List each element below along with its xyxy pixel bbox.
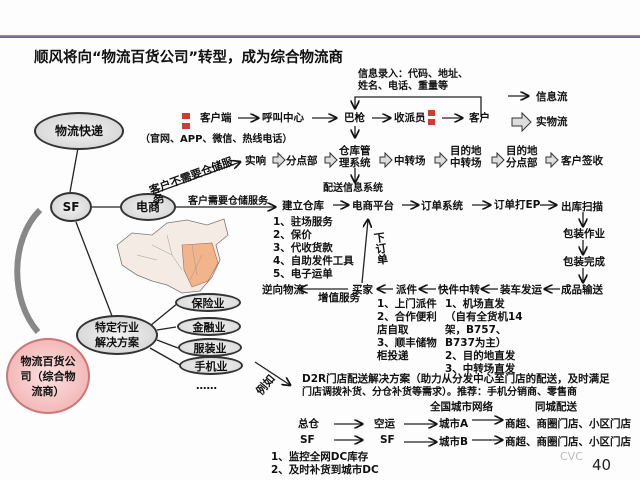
info-entry-label: 信息录入：代码、地址、 [358,69,468,80]
legend-info-flow: 信息流 [536,91,568,103]
city-b-label: 城市B [439,436,469,448]
courier-icon [428,110,435,116]
legend-physical-flow: 实物流 [536,116,568,128]
national-network-label: 全国城市网络 [430,401,493,413]
d2r-description-2: 门店调拨补货、分仓补货等需求）。推荐：手机分销商、零售商 [302,387,577,398]
node-industry-solutions: 特定行业解决方案 [76,315,158,355]
node-department-store: 物流百货公司（综合物流商） [6,338,90,414]
industry-apparel: 服装业 [178,338,242,357]
value-added-label: 增值服务 [318,292,360,304]
list-item: 柜投递 [377,350,409,362]
header-rule [0,35,640,38]
express-transfer-label: 快件中转 [438,284,480,296]
list-item: 架，B757、 [445,324,507,336]
node-ecommerce: 电商 [120,193,176,221]
list-item: 3、中转场直发 [445,363,516,375]
same-city-label: 同城配送 [535,401,577,413]
city-a-label: 城市A [439,418,469,430]
list-item: B737为主） [445,337,507,349]
buyer-label: 买家 [352,284,373,296]
dest-transfer-label: 目的地中转场 [450,145,482,169]
transfer-methods-list: 1、机场直发 （自有全货机14 架，B757、 B737为主） 2、目的地直发 … [445,298,523,376]
client-label: 客户端 [200,112,232,124]
air-freight-label: 空运 [374,418,395,430]
need-storage-label: 客户需要仓储服务 [188,196,268,207]
packed-label: 包装完成 [563,256,605,268]
list-item: 2、保价 [273,229,312,241]
wms-label: 仓库管理系统 [339,145,371,169]
dest-branch-label: 目的地分点部 [506,145,538,169]
industry-finance: 金融业 [177,317,241,336]
list-item: 4、自助发件工具 [273,255,354,267]
sign-label: 客户签收 [561,155,603,167]
list-item: 店自取 [377,324,409,336]
node-sf: SF [50,192,92,222]
client-icon [182,123,190,129]
build-warehouse-label: 建立仓库 [282,200,324,212]
delivery-system-label: 配送信息系统 [323,183,383,194]
courier-label: 收派员 [394,112,426,124]
list-item: 1、驻场服务 [273,216,333,228]
list-item: 2、合作便利 [377,311,437,323]
warehouse-services-list: 1、驻场服务 2、保价 3、代收货款 4、自助发件工具 5、电子运单 [273,216,354,281]
loading-label: 装车发运 [500,284,542,296]
list-item: 1、上门派件 [377,298,437,310]
list-item: 5、电子运单 [273,268,333,280]
watermark: CVC [560,450,583,463]
scanner-label: 巴枪 [344,112,365,124]
order-system-label: 订单系统 [421,200,463,212]
page-number: 40 [592,456,612,474]
branch-label: 分点部 [286,155,318,167]
print-ep-label: 订单打EP [494,199,541,211]
call-center-label: 呼叫中心 [262,112,304,124]
client-icon [182,113,190,119]
industry-insurance: 保险业 [175,293,241,312]
channels-label: （官网、APP、微信、热线电话） [140,134,293,145]
courier-icon [428,119,435,125]
reverse-logistics-label: 逆向物流 [262,284,304,296]
transfer-label: 中转场 [394,155,426,167]
industry-more: …… [196,380,217,392]
customer-label: 客户 [469,112,490,124]
outbound-scan-label: 出库扫描 [561,201,603,213]
note-2: 2、及时补货到城市DC [271,464,379,476]
note-1: 1、监控全网DC库存 [271,451,369,463]
slide-title: 顺风将向“物流百货公司”转型，成为综合物流商 [34,50,344,66]
list-item: （自有全货机14 [445,311,523,323]
hq-warehouse-label: 总仓 [298,418,319,430]
list-item: 3、顺丰储物 [377,337,437,349]
stores-a-label: 商超、商圈门店、小区门店 [505,418,631,430]
list-item: 3、代收货款 [273,242,333,254]
dispatch-methods-list: 1、上门派件 2、合作便利 店自取 3、顺丰储物 柜投递 [377,298,437,363]
platform-label: 电商平台 [352,200,394,212]
transport-label: 成品输送 [561,284,603,296]
list-item: 2、目的地直发 [445,350,516,362]
shixiang-label: 实响 [245,155,266,167]
packing-label: 包装作业 [563,228,605,240]
info-entry-label-2: 姓名、电话、重量等 [358,81,448,92]
sf-label: SF [300,434,315,446]
stores-b-label: 商超、商圈门店、小区门店 [505,436,631,448]
industry-mobile: 手机业 [179,356,243,375]
d2r-description: D2R门店配送解决方案（助力从分发中心至门店的配送，及时满足 [302,373,610,385]
sf-label-2: SF [380,434,395,446]
china-map-image [116,218,229,294]
list-item: 1、机场直发 [445,298,505,310]
dispatch-label: 派件 [396,284,417,296]
node-express: 物流快递 [34,112,124,150]
